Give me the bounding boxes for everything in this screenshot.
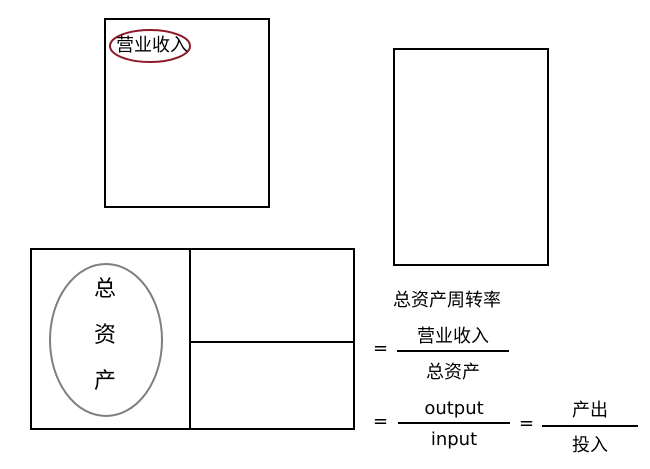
- formula-numerator-2: output: [424, 398, 484, 419]
- revenue-box: [104, 18, 270, 208]
- formula-fraction-bar-3: [542, 425, 638, 427]
- formula-denominator-2: input: [430, 429, 478, 450]
- formula-denominator-3: 投入: [572, 435, 608, 456]
- formula-equals-2: =: [373, 411, 389, 432]
- formula-numerator-1: 营业收入: [417, 326, 489, 347]
- assets-box: [30, 248, 355, 430]
- assets-box-divider-horizontal: [190, 341, 353, 343]
- formula-title: 总资产周转率: [393, 290, 501, 311]
- formula-numerator-3: 产出: [572, 400, 608, 421]
- revenue-highlight-ellipse: [109, 29, 191, 63]
- right-empty-box: [393, 48, 549, 266]
- assets-char-3: 产: [94, 369, 117, 394]
- revenue-label: 营业收入: [116, 35, 188, 56]
- formula-fraction-bar-1: [397, 350, 509, 352]
- assets-ellipse: [49, 263, 163, 417]
- assets-box-divider-vertical: [189, 249, 191, 429]
- assets-char-1: 总: [94, 277, 117, 302]
- formula-denominator-1: 总资产: [426, 362, 480, 383]
- formula-equals-3: =: [519, 413, 535, 434]
- formula-fraction-bar-2: [398, 422, 510, 424]
- assets-char-2: 资: [94, 323, 117, 348]
- formula-equals-1: =: [373, 338, 389, 359]
